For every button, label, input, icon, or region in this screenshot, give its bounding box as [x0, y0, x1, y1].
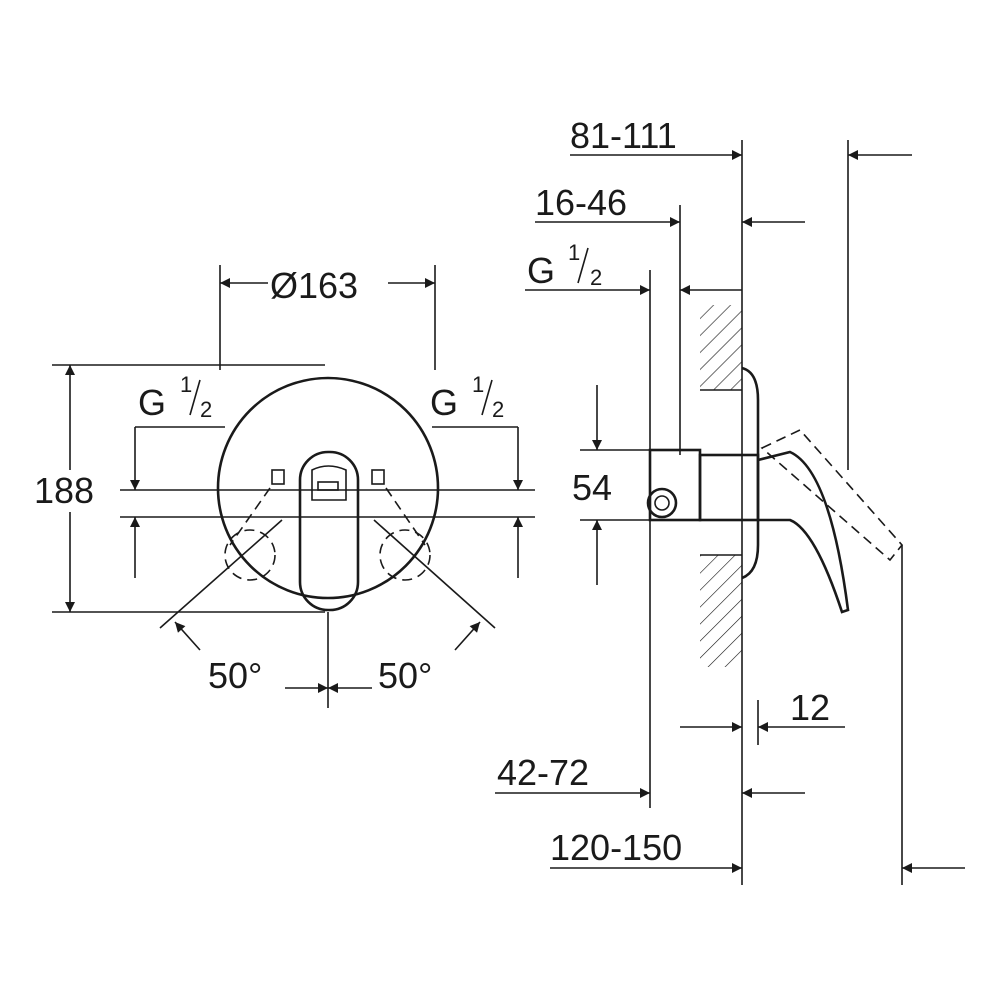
- angle-right-label: 50°: [378, 655, 432, 696]
- inlet-connection: [646, 487, 678, 519]
- dim-16-46: 16-46: [535, 182, 627, 223]
- dim-42-72: 42-72: [497, 752, 589, 793]
- dim-120-150: 120-150: [550, 827, 682, 868]
- dim-54: 54: [572, 467, 612, 508]
- wall-section-bottom: [700, 555, 742, 667]
- wall-section-top: [700, 305, 742, 390]
- lever-side: [757, 450, 850, 614]
- dim-81-111: 81-111: [570, 115, 677, 156]
- handle-logo: [317, 481, 339, 491]
- side-thread-den: 2: [590, 265, 602, 290]
- side-view: 81-111 16-46 G 1 2 54 12 42-72 120-150: [495, 115, 965, 885]
- dim-12: 12: [790, 687, 830, 728]
- thread-right-letter: G: [430, 382, 458, 423]
- escutcheon-plate: [216, 376, 440, 600]
- angle-left-label: 50°: [208, 655, 262, 696]
- valve-cartridge: [698, 453, 760, 522]
- thread-left-den: 2: [200, 397, 212, 422]
- handle-top: [311, 465, 347, 501]
- thread-right-den: 2: [492, 397, 504, 422]
- front-view: Ø163 188 G 1 2 G 1 2 50° 50°: [34, 265, 535, 708]
- thread-left-letter: G: [138, 382, 166, 423]
- lever-handle: [298, 450, 360, 612]
- diameter-label: Ø163: [270, 265, 358, 306]
- lever-open-position: [760, 429, 904, 562]
- plate-profile: [741, 366, 760, 580]
- thread-left-num: 1: [180, 372, 192, 397]
- cold-position-outline: [379, 529, 431, 581]
- hot-position-outline: [224, 529, 276, 581]
- height-label: 188: [34, 470, 94, 511]
- thread-right-num: 1: [472, 372, 484, 397]
- side-thread-num: 1: [568, 240, 580, 265]
- side-thread-letter: G: [527, 250, 555, 291]
